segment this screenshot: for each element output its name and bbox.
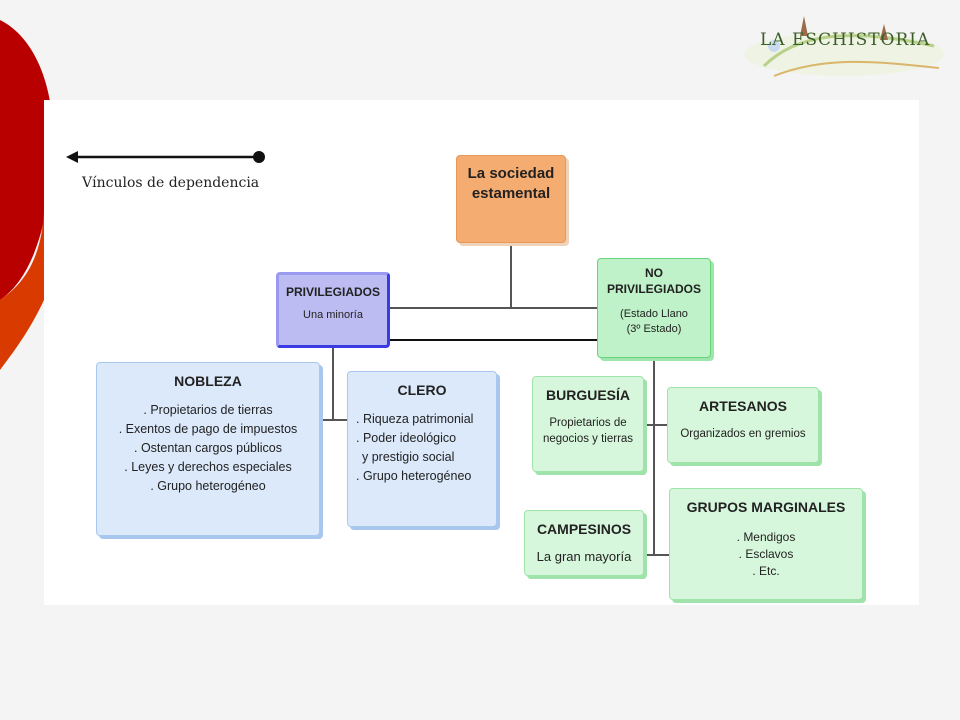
list-item: Propietarios de tierras (97, 401, 319, 420)
node-artisans-title: ARTESANOS (699, 398, 787, 414)
node-privileged-title: PRIVILEGIADOS (285, 285, 380, 299)
list-item: Leyes y derechos especiales (97, 458, 319, 477)
node-root-title-2: estamental (471, 185, 551, 202)
node-non-privileged: NO PRIVILEGIADOS (Estado Llano (3º Estad… (597, 258, 711, 358)
list-item-continuation: y prestigio social (362, 450, 455, 464)
node-artisans: ARTESANOS Organizados en gremios (667, 387, 819, 463)
list-item: Etc. (670, 563, 862, 580)
legend-label: Vínculos de dependencia (82, 175, 260, 191)
node-peasants: CAMPESINOS La gran mayoría (524, 510, 644, 576)
list-item: Esclavos (670, 546, 862, 563)
node-marginal-title: GRUPOS MARGINALES (686, 499, 846, 515)
list-item: Riqueza patrimonial (356, 410, 496, 429)
list-item: Poder ideológico (356, 429, 496, 448)
node-clergy-list: Riqueza patrimonial Poder ideológico y p… (348, 410, 496, 486)
node-nobility: NOBLEZA Propietarios de tierras Exentos … (96, 362, 320, 536)
list-item: Mendigos (670, 529, 862, 546)
list-item: Grupo heterogéneo (97, 477, 319, 496)
node-nobility-list: Propietarios de tierras Exentos de pago … (97, 401, 319, 496)
node-bourgeoisie-desc-1: Propietarios de (549, 417, 627, 429)
node-privileged-subtitle: Una minoría (303, 309, 363, 321)
node-bourgeoisie: BURGUESÍA Propietarios de negocios y tie… (532, 376, 644, 472)
list-item: Exentos de pago de impuestos (97, 420, 319, 439)
node-marginal: GRUPOS MARGINALES Mendigos Esclavos Etc. (669, 488, 863, 600)
node-peasants-title: CAMPESINOS (536, 521, 632, 537)
node-non-privileged-title-1: NO (645, 266, 663, 280)
node-privileged: PRIVILEGIADOS Una minoría (276, 272, 390, 348)
node-marginal-list: Mendigos Esclavos Etc. (670, 529, 862, 580)
node-non-privileged-subtitle-1: (Estado Llano (620, 308, 688, 320)
node-non-privileged-title-2: PRIVILEGIADOS (606, 282, 701, 296)
list-item: Grupo heterogéneo (356, 467, 496, 486)
node-clergy: CLERO Riqueza patrimonial Poder ideológi… (347, 371, 497, 527)
node-root-title-1: La sociedad (467, 165, 555, 182)
list-item: Ostentan cargos públicos (97, 439, 319, 458)
node-non-privileged-subtitle-2: (3º Estado) (626, 323, 682, 335)
diagram-canvas: Vínculos de dependencia La sociedad esta… (44, 100, 919, 605)
node-clergy-title: CLERO (397, 382, 447, 398)
logo-graphic-icon (744, 16, 944, 77)
node-bourgeoisie-desc-2: negocios y tierras (542, 433, 634, 445)
node-artisans-desc: Organizados en gremios (680, 428, 806, 440)
node-root: La sociedad estamental (456, 155, 566, 243)
node-peasants-desc: La gran mayoría (536, 549, 632, 564)
node-nobility-title: NOBLEZA (174, 373, 242, 389)
logo-text: LA ESCHISTORIA (760, 30, 931, 50)
connector-lines (66, 151, 669, 556)
node-bourgeoisie-title: BURGUESÍA (545, 387, 630, 403)
